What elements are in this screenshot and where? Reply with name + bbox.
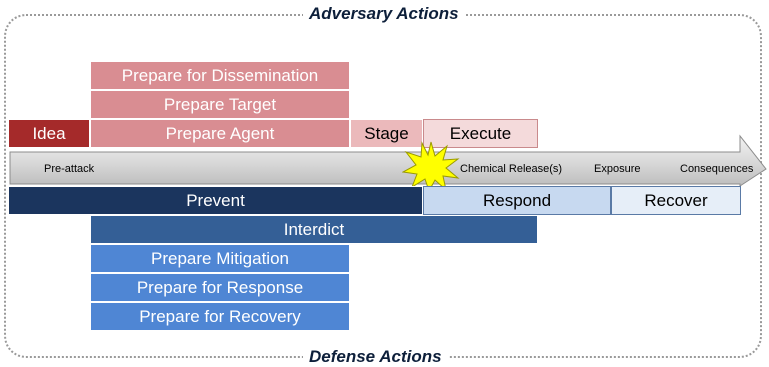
idea-box: Idea [8, 119, 90, 148]
explosion-burst-icon [402, 141, 460, 192]
consequences-label: Consequences [680, 163, 754, 175]
prepare-agent-box: Prepare Agent [90, 119, 350, 148]
prepare-recovery-box: Prepare for Recovery [90, 302, 350, 331]
interdict-box: Interdict [90, 215, 538, 244]
recover-box: Recover [611, 186, 741, 215]
pre-attack-label: Pre-attack [44, 163, 95, 175]
chemical-release-label: Chemical Release(s) [460, 163, 563, 175]
prevent-box: Prevent [8, 186, 423, 215]
prepare-dissemination-box: Prepare for Dissemination [90, 61, 350, 90]
prepare-mitigation-box: Prepare Mitigation [90, 244, 350, 273]
prepare-response-box: Prepare for Response [90, 273, 350, 302]
prepare-target-box: Prepare Target [90, 90, 350, 119]
defense-actions-caption: Defense Actions [303, 347, 448, 367]
respond-box: Respond [423, 186, 611, 215]
exposure-label: Exposure [594, 163, 641, 175]
stage-box: Stage [350, 119, 423, 148]
adversary-actions-caption: Adversary Actions [303, 4, 465, 24]
timeline-arrow [9, 134, 767, 187]
execute-box: Execute [423, 119, 538, 148]
